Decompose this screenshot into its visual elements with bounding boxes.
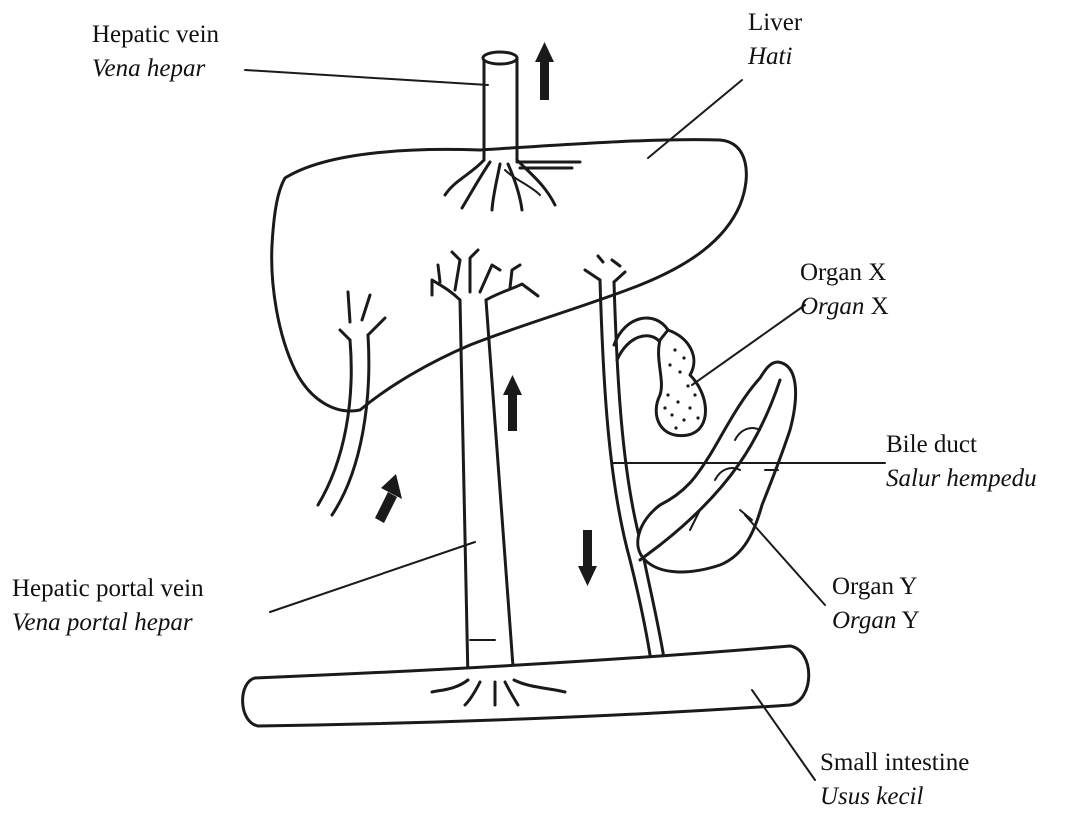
label-organ-x-ms-italic: Organ: [800, 293, 864, 320]
label-bile-duct-en: Bile duct: [886, 428, 1037, 462]
label-organ-y-ms-italic: Organ: [832, 607, 896, 634]
label-organ-y-ms-rest: Y: [896, 607, 919, 634]
label-bile-duct: Bile duct Salur hempedu: [886, 428, 1037, 496]
label-organ-y: Organ Y Organ Y: [832, 570, 920, 638]
leader-hepatic-portal-vein: [270, 542, 475, 612]
leader-organ-y: [745, 515, 825, 605]
hepatic-vein: [445, 52, 580, 210]
organ-x-gallbladder: [656, 330, 705, 436]
label-small-intestine-en: Small intestine: [820, 746, 969, 780]
label-organ-x-en: Organ X: [800, 256, 889, 290]
label-organ-x-ms: Organ X: [800, 290, 889, 324]
label-hepatic-vein-en: Hepatic vein: [92, 18, 219, 52]
label-organ-x-ms-rest: X: [864, 293, 888, 320]
arrow-up-hepatic-vein: [535, 42, 554, 100]
arrow-down-bile-duct: [578, 530, 597, 586]
leader-hepatic-vein: [245, 70, 488, 85]
label-organ-x: Organ X Organ X: [800, 256, 889, 324]
label-organ-y-ms: Organ Y: [832, 604, 920, 638]
label-liver-ms: Hati: [748, 40, 802, 74]
leader-liver: [648, 80, 742, 158]
label-hepatic-portal-vein-en: Hepatic portal vein: [12, 572, 204, 606]
label-small-intestine: Small intestine Usus kecil: [820, 746, 969, 814]
label-hepatic-portal-vein-ms: Vena portal hepar: [12, 606, 204, 640]
arrow-up-left-vessel: [375, 474, 402, 523]
left-vessel: [318, 292, 385, 515]
label-hepatic-vein: Hepatic vein Vena hepar: [92, 18, 219, 86]
label-hepatic-portal-vein: Hepatic portal vein Vena portal hepar: [12, 572, 204, 640]
label-liver: Liver Hati: [748, 6, 802, 74]
label-liver-en: Liver: [748, 6, 802, 40]
label-hepatic-vein-ms: Vena hepar: [92, 52, 219, 86]
label-organ-y-en: Organ Y: [832, 570, 920, 604]
label-small-intestine-ms: Usus kecil: [820, 780, 969, 814]
small-intestine-shape: [243, 646, 809, 726]
label-bile-duct-ms: Salur hempedu: [886, 462, 1037, 496]
arrow-up-portal-vein: [503, 375, 522, 431]
